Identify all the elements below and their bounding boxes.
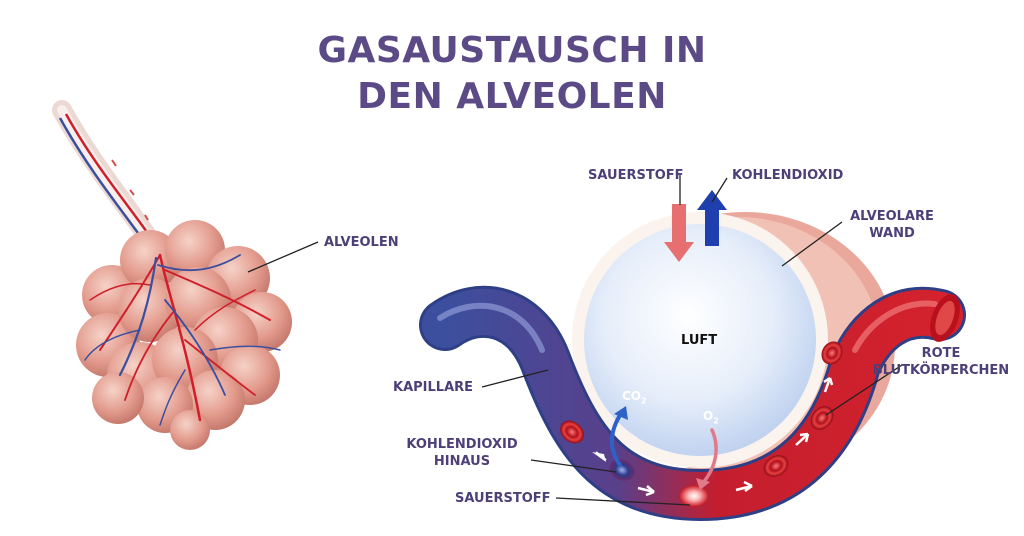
label-sauerstoff-bottom: SAUERSTOFF: [455, 491, 551, 506]
flow-arrows: [592, 376, 834, 497]
oxygen-in-arrow-icon: [664, 204, 694, 262]
label-alveolare-line-1: ALVEOLARE: [850, 209, 934, 224]
co2-marker-subscript: 2: [641, 396, 647, 406]
diagram-title: GASAUSTAUSCH IN DEN ALVEOLEN: [262, 28, 762, 120]
alveoli-cluster-illustration: [52, 100, 292, 450]
leader-lines: [247, 175, 903, 506]
co2-out-arrow: [610, 406, 628, 467]
carbon-dioxide-out-arrow-icon: [697, 190, 727, 246]
o2-in-arrow: [696, 428, 718, 490]
alveolus-illustration: [572, 212, 895, 478]
label-alveolare-wand: ALVEOLARE WAND: [842, 208, 942, 242]
title-line-1: GASAUSTAUSCH IN: [317, 30, 707, 71]
label-kohlendioxid-hinaus: KOHLENDIOXID HINAUS: [402, 436, 522, 470]
label-co2-hinaus-line-1: KOHLENDIOXID: [406, 437, 518, 452]
o2-marker-subscript: 2: [713, 416, 719, 426]
label-luft: LUFT: [681, 333, 718, 348]
label-kohlendioxid-top: KOHLENDIOXID: [732, 168, 844, 183]
label-kapillare: KAPILLARE: [393, 380, 474, 395]
red-blood-cells: [560, 341, 843, 507]
label-rote-line-1: ROTE: [921, 346, 961, 361]
co2-marker-text: CO: [622, 389, 642, 403]
air-space: [584, 224, 816, 456]
co2-marker: CO2: [622, 388, 647, 409]
label-sauerstoff-top: SAUERSTOFF: [588, 168, 684, 183]
label-alveolen: ALVEOLEN: [324, 235, 399, 250]
o2-marker: O2: [703, 408, 719, 429]
title-line-2: DEN ALVEOLEN: [357, 76, 667, 117]
label-co2-hinaus-line-2: HINAUS: [433, 454, 491, 469]
label-rote-line-2: BLUTKÖRPERCHEN: [872, 363, 1010, 378]
label-alveolare-line-2: WAND: [869, 226, 915, 241]
label-rote-blutkoerperchen: ROTE BLUTKÖRPERCHEN: [866, 345, 1016, 379]
o2-marker-text: O: [703, 409, 714, 423]
